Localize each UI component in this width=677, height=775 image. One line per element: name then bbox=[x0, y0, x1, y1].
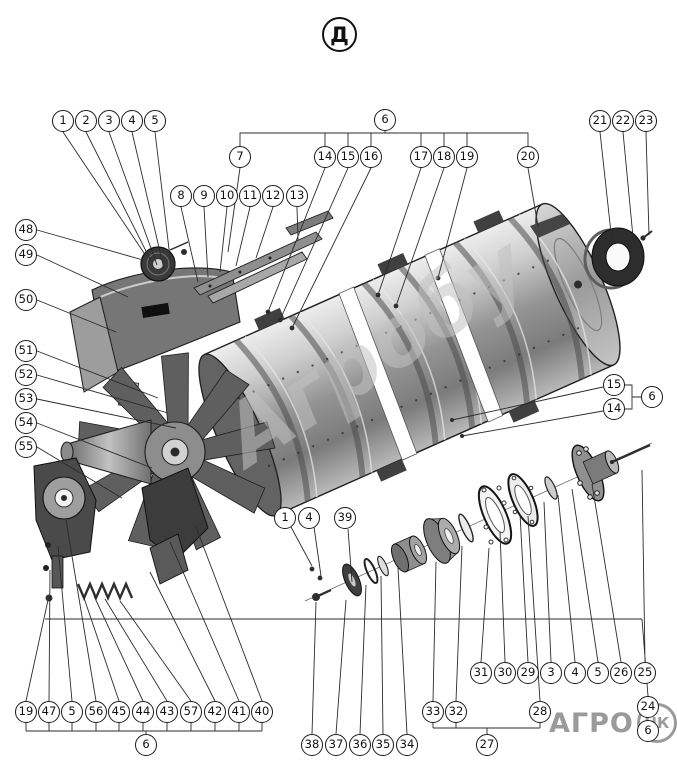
callout-5: 5 bbox=[144, 110, 166, 132]
callout-23: 23 bbox=[635, 110, 657, 132]
callout-16: 16 bbox=[360, 146, 382, 168]
mounting-strips bbox=[193, 210, 334, 304]
callout-14: 14 bbox=[314, 146, 336, 168]
callout-10: 10 bbox=[216, 185, 238, 207]
callout-50: 50 bbox=[15, 289, 37, 311]
callout-2: 2 bbox=[75, 110, 97, 132]
callout-51: 51 bbox=[15, 340, 37, 362]
callout-3: 3 bbox=[98, 110, 120, 132]
callout-28: 28 bbox=[529, 701, 551, 723]
callout-45: 45 bbox=[108, 701, 130, 723]
top-tab bbox=[530, 214, 570, 238]
callout-27: 27 bbox=[476, 734, 498, 756]
callout-43: 43 bbox=[156, 701, 178, 723]
callout-37: 37 bbox=[325, 734, 347, 756]
spiral-flighting bbox=[234, 216, 585, 502]
callout-24: 24 bbox=[637, 696, 659, 718]
ring bbox=[363, 558, 379, 584]
logo-text: АГРО bbox=[549, 707, 634, 739]
section-letter-badge: Д bbox=[322, 17, 357, 52]
callout-40: 40 bbox=[251, 701, 273, 723]
callout-31: 31 bbox=[470, 662, 492, 684]
callout-44: 44 bbox=[132, 701, 154, 723]
drum-cylinder bbox=[198, 202, 621, 517]
ring bbox=[377, 555, 389, 577]
callout-47: 47 bbox=[38, 701, 60, 723]
callout-18: 18 bbox=[433, 146, 455, 168]
callout-6: 6 bbox=[641, 386, 663, 408]
callout-11: 11 bbox=[239, 185, 261, 207]
callout-1: 1 bbox=[274, 507, 296, 529]
spring bbox=[76, 580, 134, 602]
callout-6: 6 bbox=[135, 734, 157, 756]
callout-36: 36 bbox=[349, 734, 371, 756]
callout-4: 4 bbox=[121, 110, 143, 132]
shaft bbox=[611, 443, 651, 464]
pulley-disc bbox=[140, 241, 189, 282]
mount-tab bbox=[508, 400, 540, 423]
spacer bbox=[544, 476, 558, 500]
callout-35: 35 bbox=[372, 734, 394, 756]
callout-33: 33 bbox=[422, 701, 444, 723]
mount-tab bbox=[473, 210, 504, 233]
support-bracket-assembly bbox=[33, 457, 209, 602]
callout-19: 19 bbox=[456, 146, 478, 168]
callout-13: 13 bbox=[286, 185, 308, 207]
section-gap bbox=[424, 248, 504, 423]
callout-56: 56 bbox=[85, 701, 107, 723]
label-plate bbox=[141, 302, 170, 318]
callout-49: 49 bbox=[15, 244, 37, 266]
callout-15: 15 bbox=[337, 146, 359, 168]
callout-6: 6 bbox=[374, 109, 396, 131]
callout-39: 39 bbox=[334, 507, 356, 529]
callout-48: 48 bbox=[15, 219, 37, 241]
callout-14: 14 bbox=[603, 398, 625, 420]
callout-26: 26 bbox=[610, 662, 632, 684]
callout-25: 25 bbox=[634, 662, 656, 684]
callout-17: 17 bbox=[410, 146, 432, 168]
callout-8: 8 bbox=[170, 185, 192, 207]
callout-57: 57 bbox=[180, 701, 202, 723]
callout-5: 5 bbox=[587, 662, 609, 684]
mount-tab bbox=[376, 459, 407, 482]
mount-tab bbox=[377, 252, 408, 276]
callout-5: 5 bbox=[61, 701, 83, 723]
leader-lines bbox=[25, 131, 650, 735]
callout-55: 55 bbox=[15, 436, 37, 458]
mount-tab bbox=[254, 307, 285, 331]
callout-12: 12 bbox=[262, 185, 284, 207]
callout-54: 54 bbox=[15, 412, 37, 434]
callout-32: 32 bbox=[445, 701, 467, 723]
callout-4: 4 bbox=[298, 507, 320, 529]
callout-15: 15 bbox=[603, 374, 625, 396]
callout-52: 52 bbox=[15, 364, 37, 386]
callout-38: 38 bbox=[301, 734, 323, 756]
callout-9: 9 bbox=[193, 185, 215, 207]
callout-22: 22 bbox=[612, 110, 634, 132]
callout-3: 3 bbox=[540, 662, 562, 684]
seal-ring bbox=[458, 513, 474, 543]
callout-6: 6 bbox=[637, 720, 659, 742]
callout-29: 29 bbox=[517, 662, 539, 684]
section-gap bbox=[338, 286, 418, 461]
callout-30: 30 bbox=[494, 662, 516, 684]
callout-34: 34 bbox=[396, 734, 418, 756]
tyre-ring bbox=[583, 227, 653, 290]
callout-53: 53 bbox=[15, 388, 37, 410]
callout-21: 21 bbox=[589, 110, 611, 132]
callout-42: 42 bbox=[204, 701, 226, 723]
callout-41: 41 bbox=[228, 701, 250, 723]
callout-7: 7 bbox=[229, 146, 251, 168]
callout-19: 19 bbox=[15, 701, 37, 723]
callout-20: 20 bbox=[517, 146, 539, 168]
callout-4: 4 bbox=[564, 662, 586, 684]
callout-1: 1 bbox=[52, 110, 74, 132]
